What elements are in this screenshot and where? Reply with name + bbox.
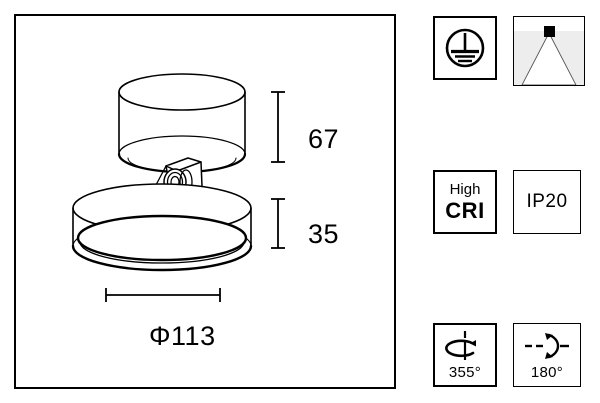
dimension-line-height-lower xyxy=(271,198,285,249)
high-cri-icon: High CRI xyxy=(433,170,497,234)
dimension-line-diameter xyxy=(105,288,221,302)
dimension-label-diameter: Φ113 xyxy=(149,321,216,351)
feature-icon-panel: High CRI IP20 355° xyxy=(420,0,600,403)
luminaire-outline xyxy=(117,73,247,174)
protective-earth-class-1-icon xyxy=(433,16,497,80)
product-drawing xyxy=(71,73,285,302)
beam-spread-icon xyxy=(513,16,585,86)
tilt-arrow-head-top xyxy=(545,333,553,340)
product-drawing-frame: 67 35 Φ113 xyxy=(14,14,396,389)
head-aperture-ring xyxy=(76,214,248,262)
head-outline xyxy=(71,183,253,272)
cri-high-label: High xyxy=(449,181,481,198)
tilt-angle-label: 180° xyxy=(530,364,564,381)
horizontal-rotation-glyph xyxy=(445,331,476,360)
earth-circle xyxy=(445,28,485,68)
horizontal-rotation-icon: 355° xyxy=(433,323,497,387)
ip-rating-icon: IP20 xyxy=(513,170,581,234)
vertical-tilt-icon: 180° xyxy=(513,323,581,387)
dimension-label-height-upper: 67 xyxy=(308,124,340,154)
cri-main-label: CRI xyxy=(445,198,485,223)
tilt-stack: 180° xyxy=(520,329,574,381)
rotation-arrow-head xyxy=(470,340,476,347)
beam-fixture-block xyxy=(544,26,555,37)
tilt-arrow-head-bottom xyxy=(545,352,553,359)
vertical-tilt-glyph xyxy=(525,333,569,359)
rotation-angle-label: 355° xyxy=(448,364,482,381)
rotation-stack: 355° xyxy=(440,329,490,381)
canopy-top-ellipse xyxy=(118,73,246,111)
protective-earth-glyph xyxy=(445,28,485,68)
tilt-arc xyxy=(547,333,560,359)
head-bottom-front-arc xyxy=(71,244,253,272)
rotation-orbit-ellipse xyxy=(445,339,475,358)
beam-cone xyxy=(521,32,577,85)
dimension-label-height-lower: 35 xyxy=(308,219,340,249)
dimension-line-height-upper xyxy=(271,91,285,163)
head-aperture-inner xyxy=(79,241,245,264)
ip-rating-label: IP20 xyxy=(526,191,568,212)
canopy-bottom-back-arc xyxy=(118,135,246,155)
cri-text-stack: High CRI xyxy=(445,182,484,222)
beam-spread-glyph xyxy=(514,17,584,85)
beam-ceiling-strip xyxy=(514,17,584,31)
